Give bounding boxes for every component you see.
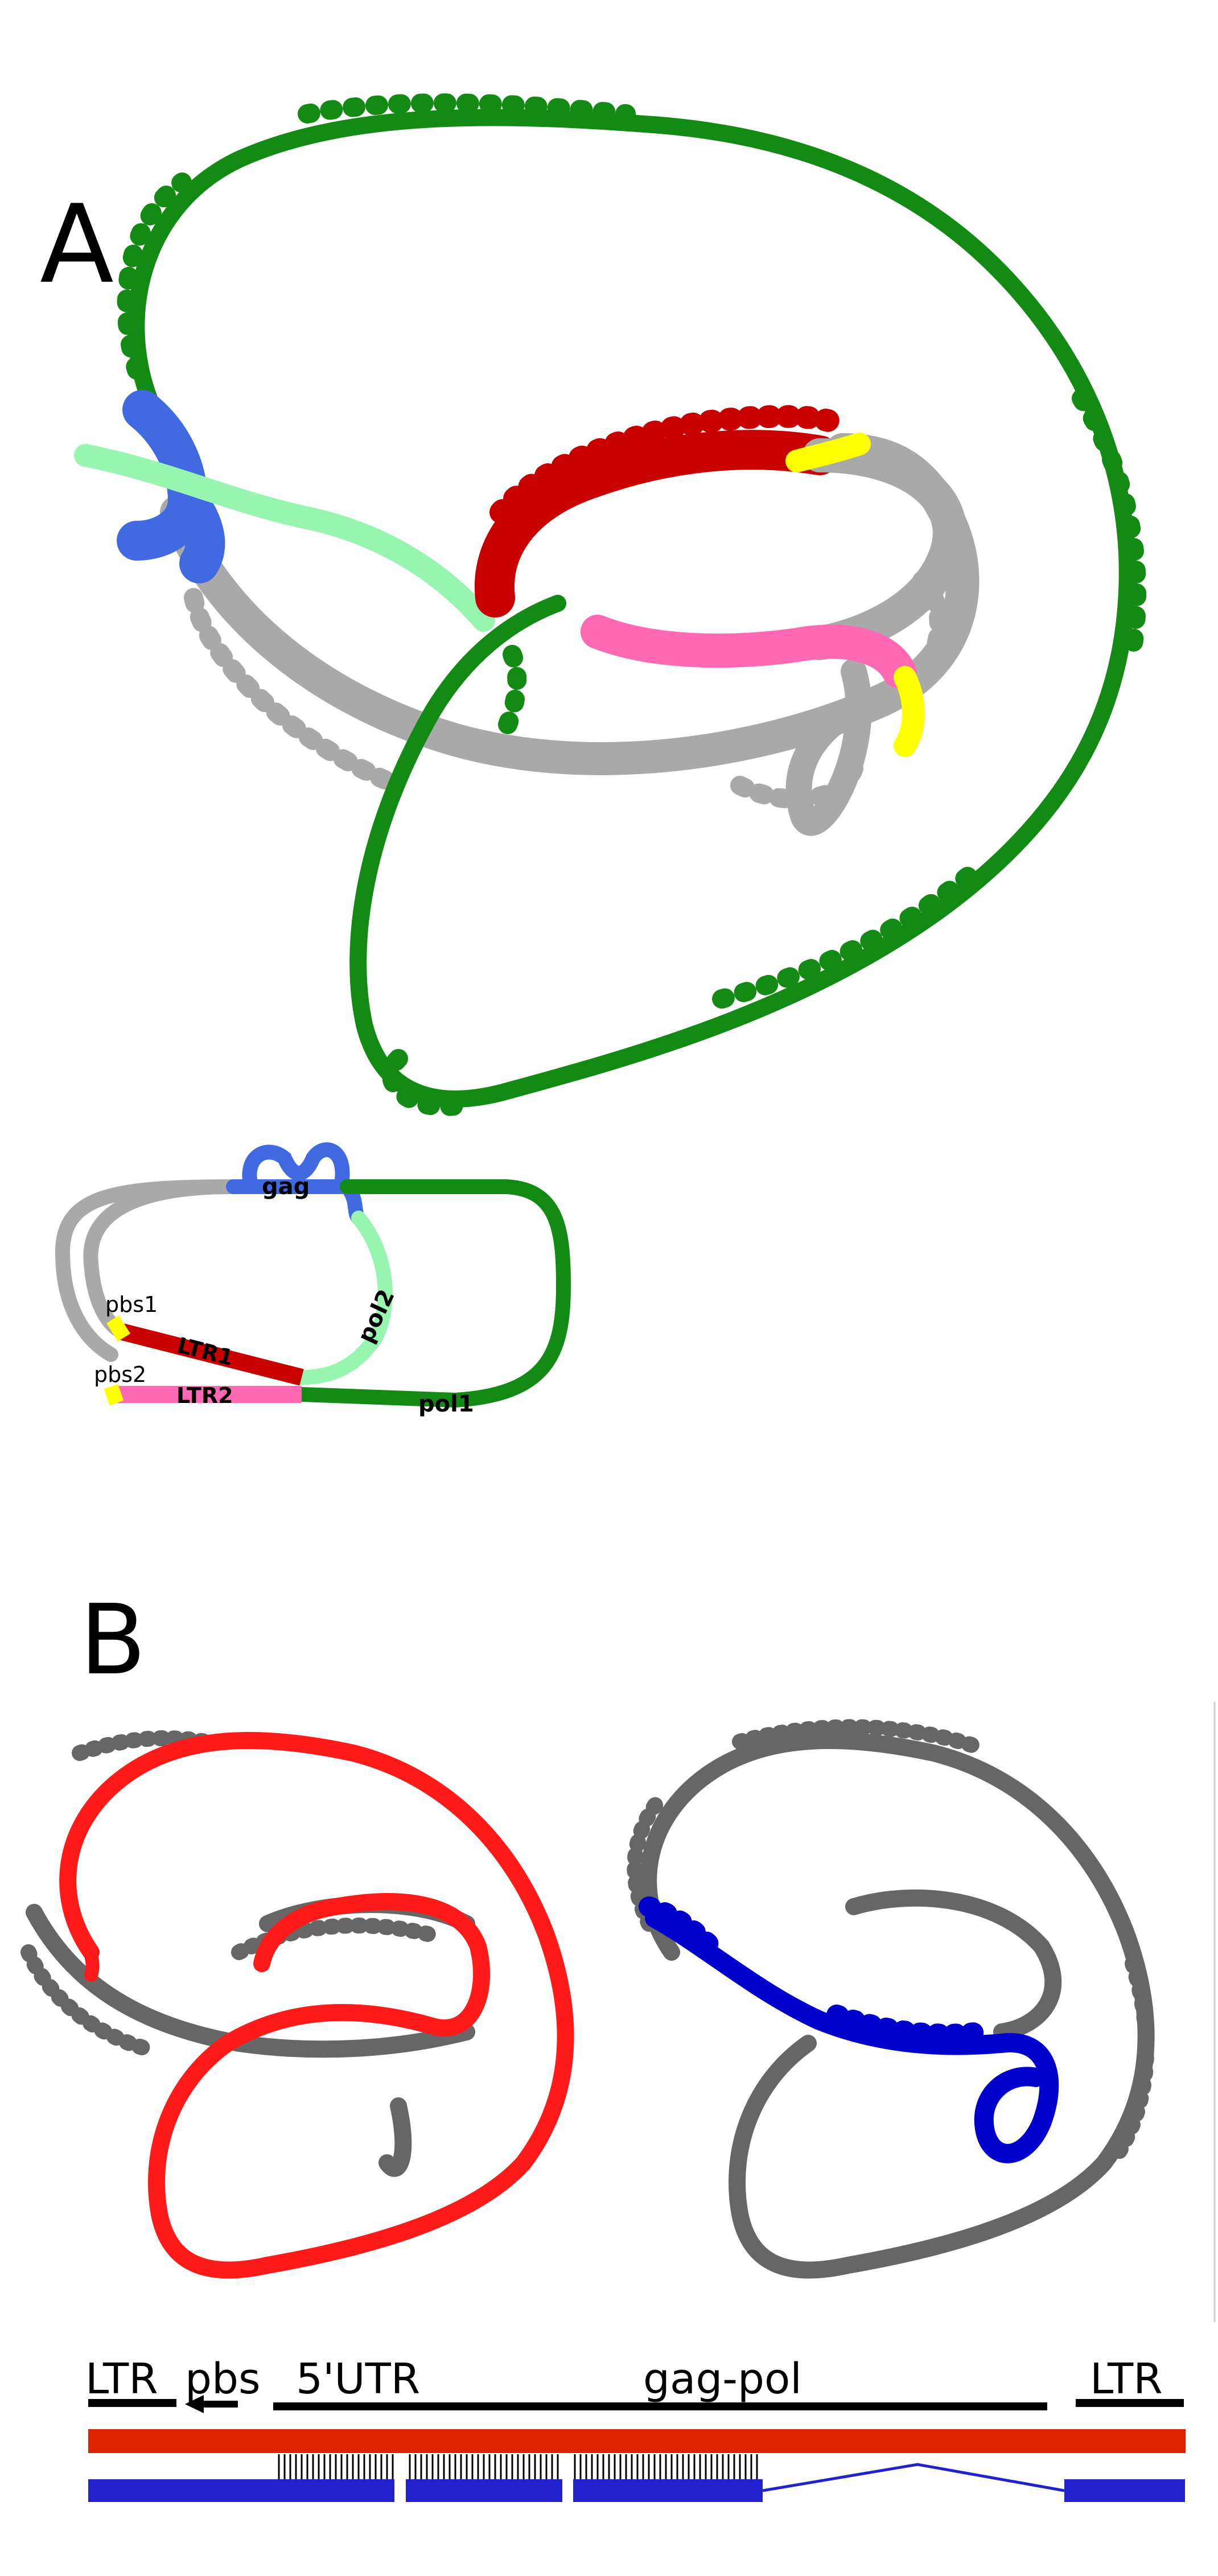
graph-b-left-red [59,1731,574,2279]
arrow-left-icon [185,2395,204,2413]
panel-a-letter: A [40,182,114,307]
track-blue-exon-4 [1064,2479,1185,2502]
track-label-ltr-right: LTR [1090,2355,1163,2404]
graph-yellow-pbs2 [894,666,925,757]
schematic-label-pbs1: pbs1 [105,1292,158,1317]
schematic-label-ltr2: LTR2 [176,1383,233,1408]
track-red-bar [88,2429,1186,2453]
panel-a: A gag pol1 pol2 [40,93,1147,1417]
graph-b-right-blue [645,1908,1059,2163]
schematic-pbs2 [104,1384,124,1406]
track-blue-exon-3 [573,2479,763,2502]
graph-pink-ltr2 [581,615,916,689]
graph-b-right [627,1719,1155,2279]
graph-green-outer-loop [127,109,1136,1108]
panel-b-letter: B [80,1584,146,1697]
graph-lightgreen-pol2 [74,444,495,632]
track-blue-intron [762,2463,1065,2492]
graph-blue-gag [117,390,225,583]
graph-green-scatter [117,93,1147,1116]
graph-yellow-pbs1 [785,433,871,472]
genome-track: LTR pbs 5'UTR gag-pol LTR [85,2355,1186,2502]
graph-b-left [20,1730,574,2279]
panel-b: B LTR pbs 5'UTR gag-pol LTR [20,1584,1216,2502]
graph-grey-lobe [785,659,878,836]
schematic: gag pol1 pol2 LTR1 LTR2 pbs1 pbs2 [55,1142,571,1417]
graph-red-ltr1-scatter [489,405,842,524]
graph-b-right-grey [640,1731,1155,2279]
graph-b-right-blue-scatter [639,1896,989,2044]
track-blue-exon-1 [88,2479,394,2502]
track-blue-exon-2 [406,2479,562,2502]
schematic-pbs1 [106,1315,131,1342]
track-label-ltr-left: LTR [85,2355,158,2404]
schematic-pol1 [294,1179,571,1408]
track-hatch [278,2454,758,2483]
schematic-label-ltr1: LTR1 [175,1332,236,1371]
graph-red-ltr1 [474,430,840,618]
track-label-pbs: pbs [185,2355,261,2404]
schematic-label-pbs2: pbs2 [94,1362,146,1387]
schematic-grey-path [55,1179,241,1362]
schematic-pol2 [294,1211,393,1385]
schematic-label-gag: gag [262,1174,310,1200]
schematic-ltr1 [120,1323,304,1386]
track-label-utr: 5'UTR [296,2355,420,2404]
graph-b-left-red-lobe [67,1917,100,1982]
schematic-label-pol2: pol2 [353,1286,400,1347]
schematic-label-pol1: pol1 [418,1391,474,1417]
track-label-gagpol: gag-pol [643,2355,802,2404]
